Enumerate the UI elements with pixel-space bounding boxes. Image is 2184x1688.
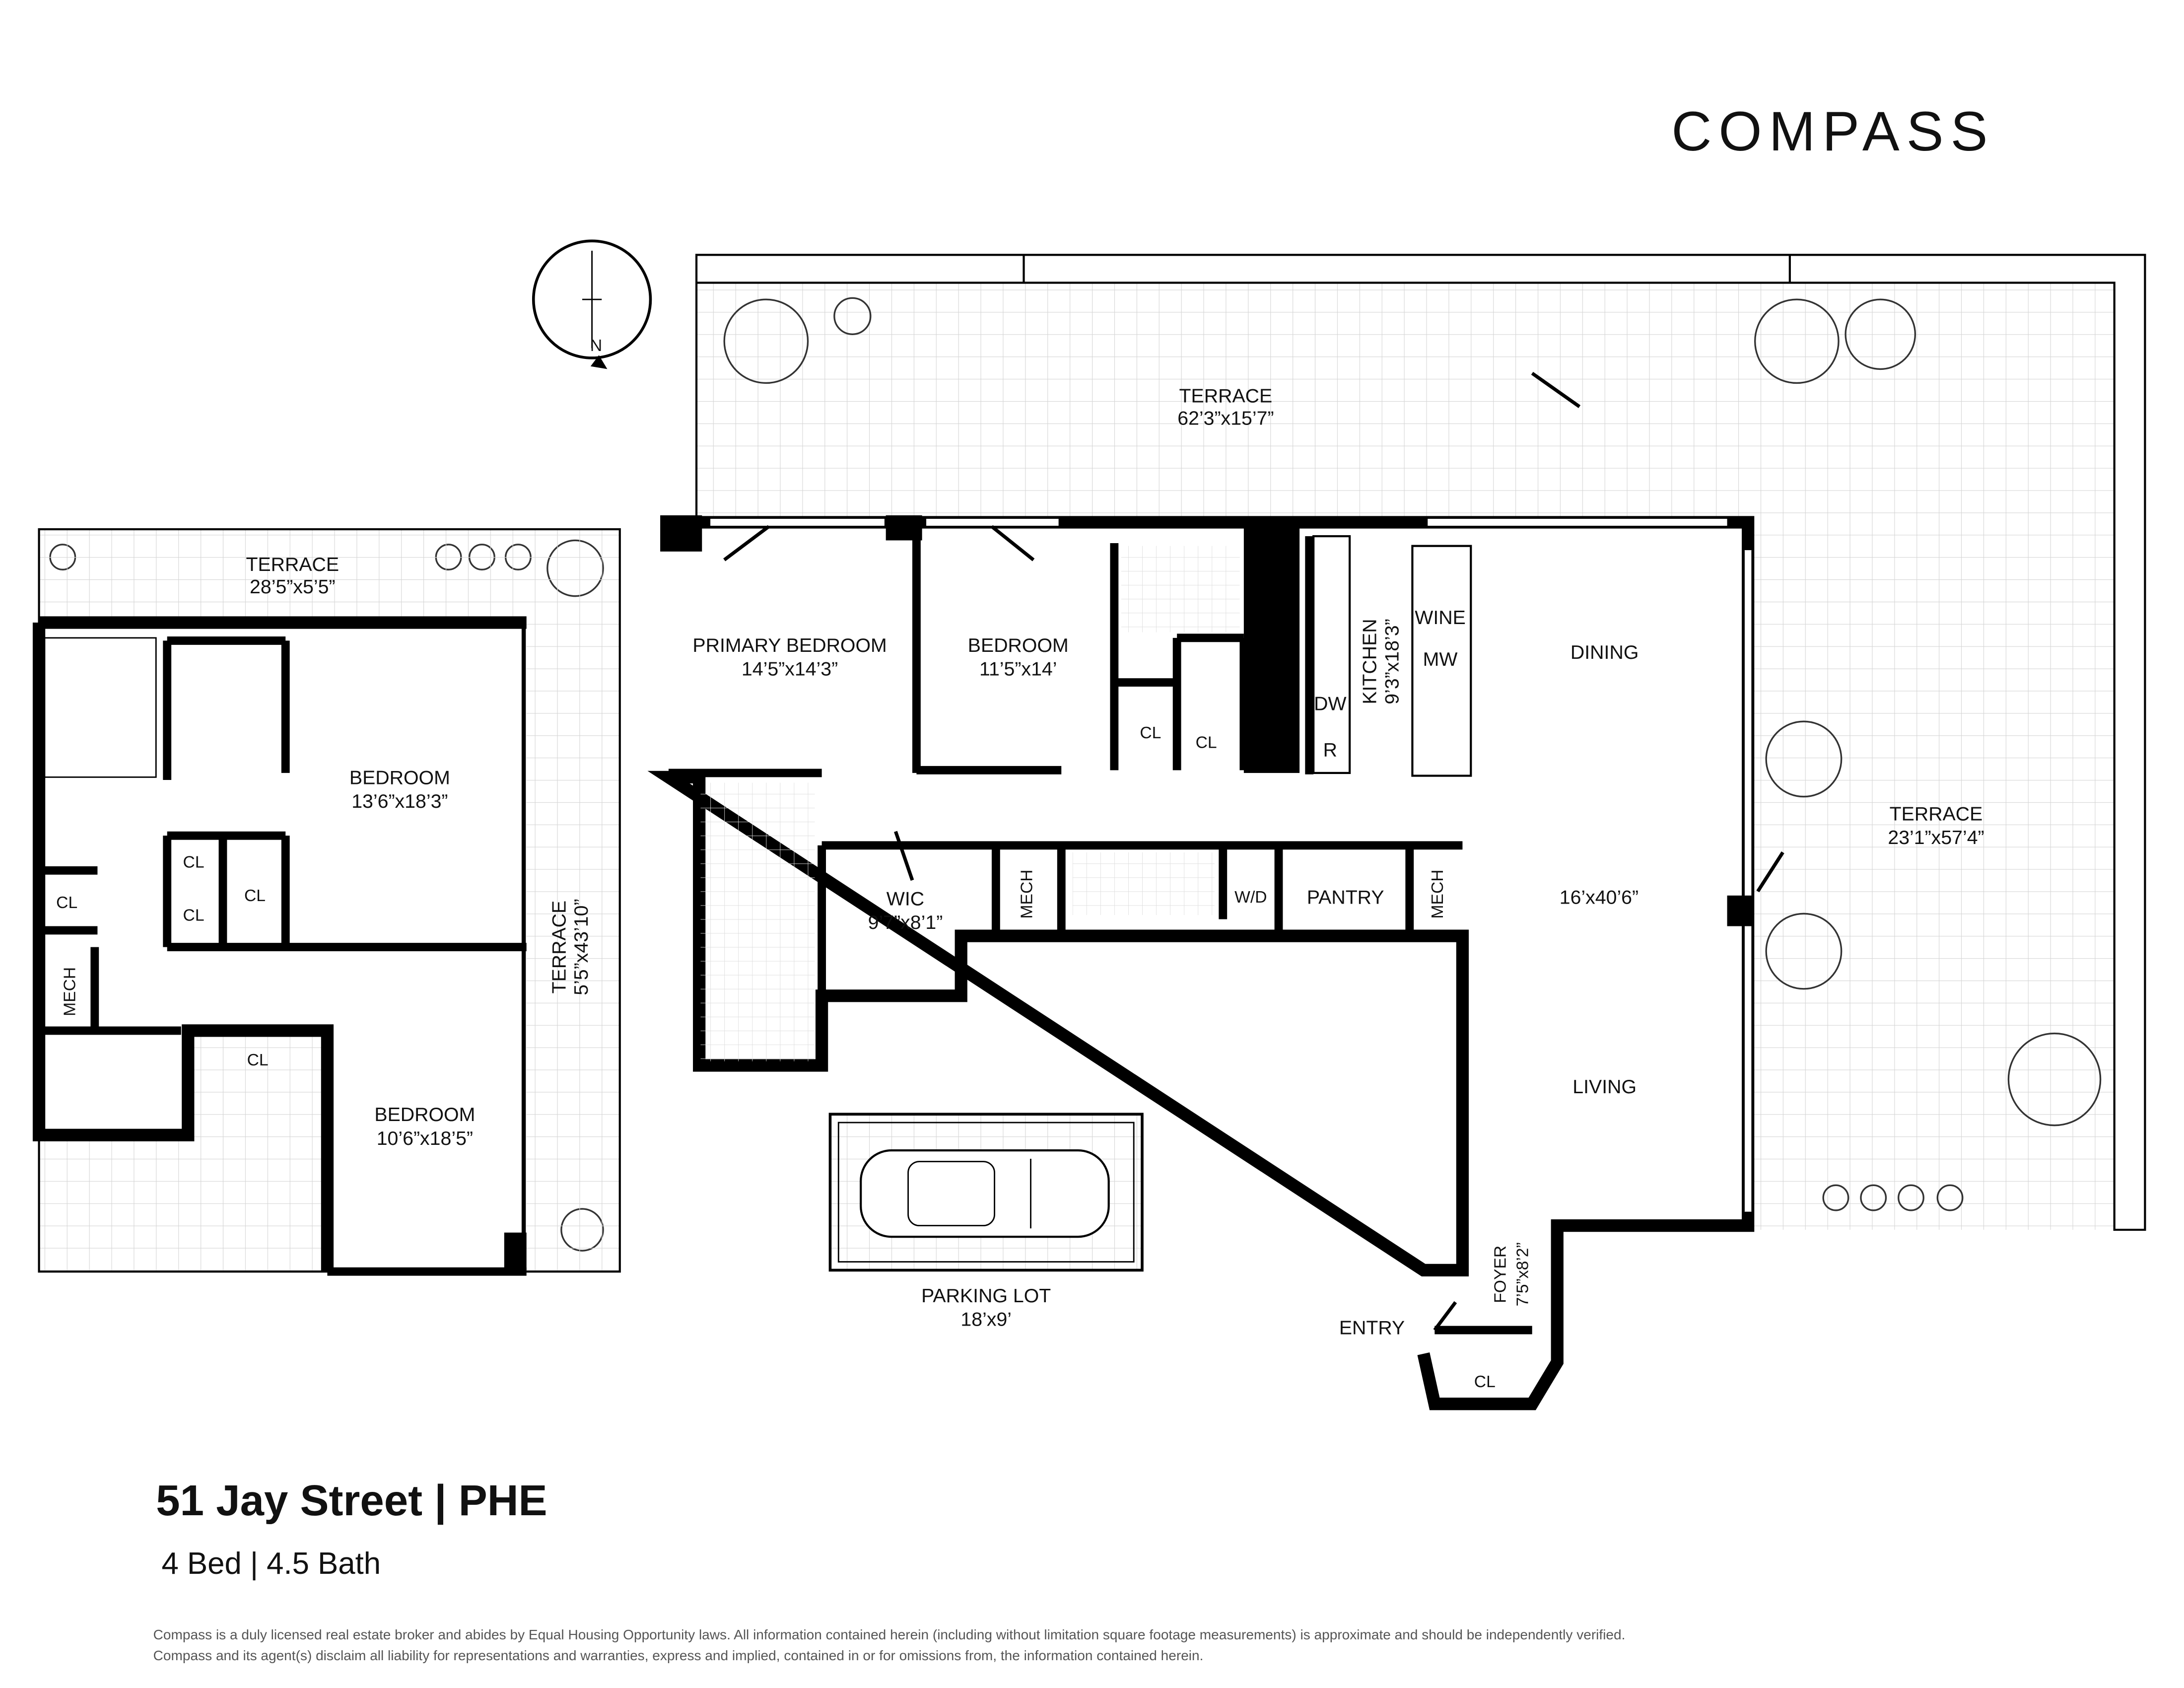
svg-text:PRIMARY BEDROOM: PRIMARY BEDROOM xyxy=(692,634,887,656)
svg-text:28’5”x5’5”: 28’5”x5’5” xyxy=(250,576,335,598)
svg-text:MECH: MECH xyxy=(61,967,79,1016)
doors xyxy=(723,371,1784,1332)
svg-text:10’6”x18’5”: 10’6”x18’5” xyxy=(377,1127,473,1149)
svg-text:CL: CL xyxy=(183,906,205,924)
svg-text:MW: MW xyxy=(1423,648,1458,670)
disclaimer-line1: Compass is a duly licensed real estate b… xyxy=(153,1627,1626,1642)
svg-text:18’x9’: 18’x9’ xyxy=(960,1309,1012,1331)
svg-text:WIC: WIC xyxy=(887,888,924,910)
svg-text:DW: DW xyxy=(1314,693,1346,715)
svg-text:11’5”x14’: 11’5”x14’ xyxy=(979,658,1057,680)
svg-text:CL: CL xyxy=(1474,1373,1496,1391)
disclaimer-line2: Compass and its agent(s) disclaim all li… xyxy=(153,1648,1204,1663)
svg-text:R: R xyxy=(1323,739,1337,761)
svg-text:13’6”x18’3”: 13’6”x18’3” xyxy=(351,790,448,812)
svg-text:9’7”x8’1”: 9’7”x8’1” xyxy=(868,912,943,933)
svg-text:N: N xyxy=(590,337,602,355)
svg-text:62’3”x15’7”: 62’3”x15’7” xyxy=(1177,408,1274,429)
north-arrow-icon: N xyxy=(532,239,652,369)
svg-text:DINING: DINING xyxy=(1570,641,1638,663)
svg-text:7’5”x8’2”: 7’5”x8’2” xyxy=(1513,1242,1532,1306)
svg-text:TERRACE: TERRACE xyxy=(1890,803,1983,825)
svg-text:TERRACE: TERRACE xyxy=(548,901,570,994)
svg-text:CL: CL xyxy=(247,1051,269,1069)
svg-text:LIVING: LIVING xyxy=(1572,1076,1637,1098)
svg-text:23’1”x57’4”: 23’1”x57’4” xyxy=(1888,827,1984,848)
svg-text:14’5”x14’3”: 14’5”x14’3” xyxy=(742,658,838,680)
svg-text:KITCHEN: KITCHEN xyxy=(1359,619,1380,704)
svg-text:PANTRY: PANTRY xyxy=(1307,887,1384,909)
svg-text:BEDROOM: BEDROOM xyxy=(349,767,450,788)
compass-logo: COMPASS xyxy=(1671,100,1994,162)
room-labels: TERRACE 62’3”x15’7” TERRACE 23’1”x57’4” … xyxy=(56,385,1984,1391)
svg-text:BEDROOM: BEDROOM xyxy=(968,634,1069,656)
upper-unit-walls xyxy=(32,616,527,1272)
svg-text:WINE: WINE xyxy=(1415,607,1466,629)
terrace-top xyxy=(696,282,2115,1230)
svg-text:W/D: W/D xyxy=(1234,888,1267,907)
svg-text:PARKING LOT: PARKING LOT xyxy=(921,1285,1051,1307)
svg-text:TERRACE: TERRACE xyxy=(246,554,339,575)
interior-walls xyxy=(668,522,1532,1335)
parking-lot xyxy=(828,1113,1144,1272)
svg-text:MECH: MECH xyxy=(1018,869,1036,918)
svg-text:5’5”x43’10”: 5’5”x43’10” xyxy=(570,899,592,995)
svg-text:CL: CL xyxy=(1140,724,1161,742)
svg-text:9’3”x18’3”: 9’3”x18’3” xyxy=(1381,619,1403,704)
svg-text:16’x40’6”: 16’x40’6” xyxy=(1560,887,1638,909)
car-icon xyxy=(860,1149,1110,1238)
svg-text:ENTRY: ENTRY xyxy=(1339,1317,1405,1338)
svg-text:TERRACE: TERRACE xyxy=(1179,385,1273,407)
svg-text:CL: CL xyxy=(183,853,205,872)
svg-text:CL: CL xyxy=(244,887,266,905)
svg-text:CL: CL xyxy=(1196,733,1217,752)
svg-text:CL: CL xyxy=(56,894,77,912)
svg-text:MECH: MECH xyxy=(1429,869,1447,918)
listing-subtitle: 4 Bed | 4.5 Bath xyxy=(162,1547,381,1581)
svg-text:BEDROOM: BEDROOM xyxy=(374,1104,475,1125)
svg-text:FOYER: FOYER xyxy=(1491,1246,1509,1303)
listing-title: 51 Jay Street | PHE xyxy=(156,1477,547,1525)
